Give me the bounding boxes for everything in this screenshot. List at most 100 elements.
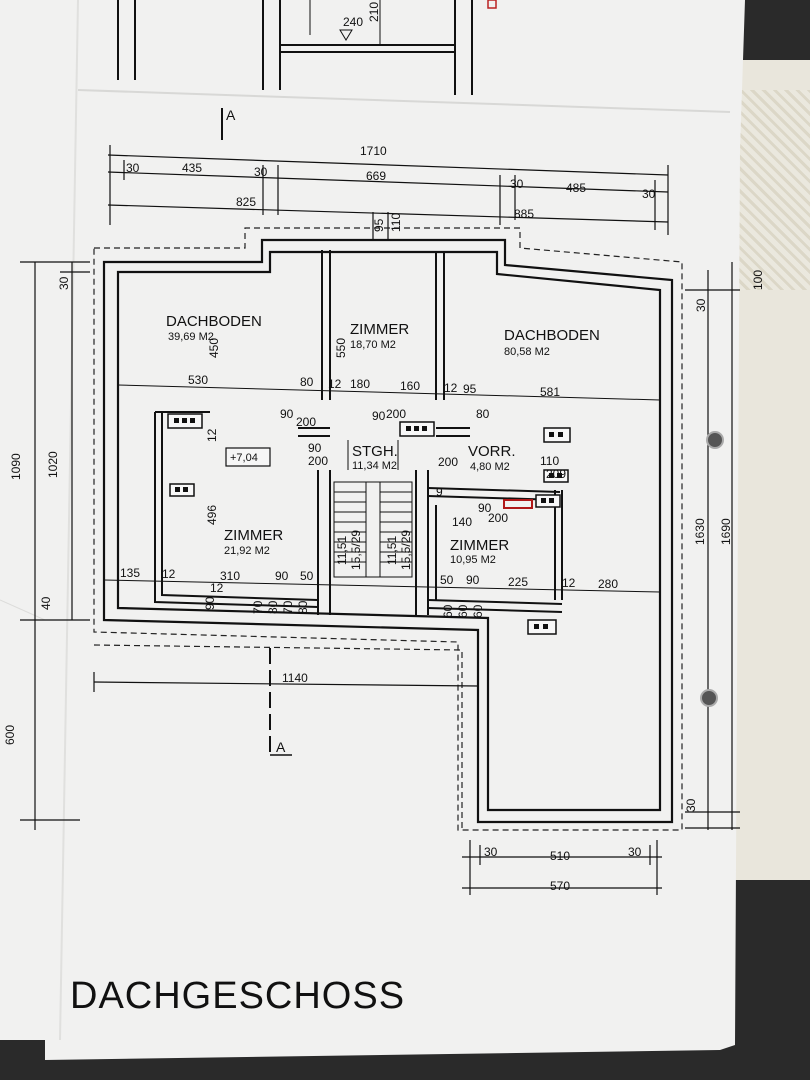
punch-hole [700,689,718,707]
dim-left-30: 30 [57,276,71,290]
dim-total-width: 1710 [360,144,387,158]
door-label-200e: 200 [488,511,508,525]
bottom-dimension-lines [93,672,662,895]
dim-small-80a: 80 [266,600,280,614]
punch-hole [706,431,724,449]
dim-top-row3-1: 885 [514,207,534,221]
dim-top-small-110: 110 [389,213,403,232]
dim-int-r2-0: 135 [120,566,140,580]
dim-int-r2-1: 12 [162,567,176,581]
dim-right-1690: 1690 [719,518,733,545]
dim-top-row2-2: 30 [254,165,268,179]
dim-small-70a: 70 [251,600,265,614]
dim-left-600: 600 [3,725,17,745]
dim-top-row2-0: 30 [126,161,140,175]
drawing-title: DACHGESCHOSS [70,975,405,1017]
room-zimmer-left-area: 21,92 M2 [224,545,270,557]
door-label-200c: 200 [386,407,406,421]
room-dachboden-right: DACHBODEN [504,327,600,344]
section-marker-bottom: A [276,739,286,755]
dim-small-60a: 60 [441,604,455,618]
paper-fold-line [77,89,731,113]
door-label-90c: 90 [372,409,386,423]
room-zimmer-right: ZIMMER [450,537,509,554]
dim-bottom-1140: 1140 [282,671,308,685]
door-label-80: 80 [476,407,490,421]
dim-top-small-95: 95 [372,218,386,232]
right-dimension-lines [685,262,740,830]
door-label-90b: 90 [308,441,322,455]
paper-fold-line [59,0,79,1041]
tablecloth-pattern [735,90,810,290]
dim-int-r1-3: 180 [350,377,370,391]
door-label-90a: 90 [280,407,294,421]
stair-label-0: 11,51 [335,536,349,565]
door-label-209: 209 [546,467,566,481]
tablecloth-background [735,60,810,880]
dim-right-30a: 30 [694,298,708,312]
stair-label-3: 15,5/29 [399,530,413,570]
dim-top-row2-5: 485 [566,181,586,195]
top-dimension-lines [107,145,669,240]
top-partial-section [117,0,497,95]
door-label-200b: 200 [308,454,328,468]
room-vorr-area: 4,80 M2 [470,461,510,473]
dim-top-row2-6: 30 [642,187,656,201]
dim-v-550: 550 [334,338,348,358]
door-label-110: 110 [540,454,559,468]
dim-v-496: 496 [205,505,219,525]
roof-outline-dashed [93,227,683,831]
door-label-200d: 200 [438,455,458,469]
room-zimmer-left: ZIMMER [224,527,283,544]
dim-right-100: 100 [751,270,765,290]
stair-label-1: 15,5/29 [349,530,363,570]
dim-int-r2-7: 90 [466,573,480,587]
room-dachboden-left-area: 39,69 M2 [168,331,214,343]
dim-int-r2-9: 12 [562,576,576,590]
exterior-walls [102,238,674,824]
dim-int-r1-0: 530 [188,373,208,387]
dim-left-40: 40 [39,596,53,610]
dim-bottom-30b: 30 [628,845,642,859]
room-zimmer-center-area: 18,70 M2 [350,339,396,351]
dim-int-r1-5: 12 [444,381,458,395]
room-dachboden-left: DACHBODEN [166,313,262,330]
left-dimension-lines [20,261,90,830]
elevation-box [225,447,271,467]
dim-left-1090: 1090 [9,453,23,480]
elevation-label: +7,04 [230,452,258,464]
room-vorr: VORR. [468,443,516,460]
dim-int-r1-2: 12 [328,377,342,391]
stair-label-2: 11,51 [385,536,399,565]
paper-fold-line [0,599,46,621]
dim-small-140: 140 [452,515,472,529]
dim-v-12: 12 [205,428,219,442]
dim-left-1020: 1020 [46,451,60,478]
room-stgh: STGH. [352,443,398,460]
dim-int-r1-6: 95 [463,382,477,396]
door-label-90e: 90 [478,501,492,515]
door-label-200a: 200 [296,415,316,429]
dim-int-r2-2: 310 [220,569,240,583]
interior-walls [117,250,661,615]
section-marker-top: A [226,107,236,123]
dim-int-r1-7: 581 [540,385,560,399]
dim-top-row2-4: 30 [510,177,524,191]
top-dim-240: 240 [343,15,363,29]
dim-int-r2-10: 280 [598,577,618,591]
red-marked-element [503,499,533,509]
dim-right-30b: 30 [684,798,698,812]
outlet-dots [174,418,563,629]
dim-bottom-30a: 30 [484,845,498,859]
dim-top-row2-1: 435 [182,161,202,175]
room-stgh-area: 11,34 M2 [352,460,397,472]
dim-small-80b: 80 [296,600,310,614]
roof-overhang-dashed [93,644,463,830]
dim-int-r2-4: 50 [300,569,314,583]
interior-dim-line-row2 [103,579,661,593]
dim-bottom-510: 510 [550,849,570,863]
dim-small-70b: 70 [281,600,295,614]
room-dachboden-right-area: 80,58 M2 [504,346,550,358]
dim-int-r1-4: 160 [400,379,420,393]
